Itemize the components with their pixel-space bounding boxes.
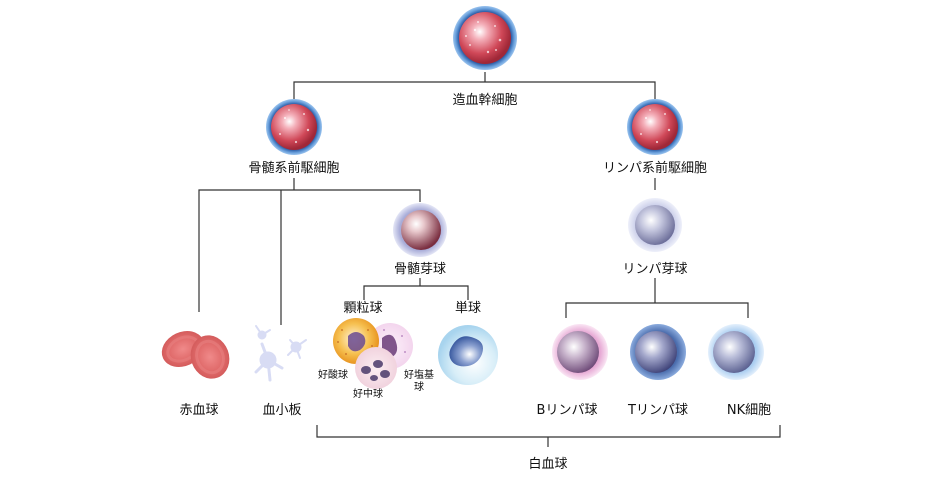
lymphoblast-label: リンパ芽球 xyxy=(622,262,688,277)
basophil-label-line1: 好塩基 xyxy=(404,370,434,381)
t-lymphocyte-cell-icon xyxy=(630,324,686,380)
connector-lines xyxy=(198,72,781,447)
lymphoid-progenitor-label: リンパ系前駆細胞 xyxy=(602,161,708,176)
eosinophil-label: 好酸球 xyxy=(318,370,348,381)
myeloblast-cell-icon xyxy=(393,203,447,257)
platelet-label: 血小板 xyxy=(262,403,302,418)
lymphoid-progenitor-cell-icon xyxy=(627,99,683,155)
platelet-icon xyxy=(254,325,307,382)
hsc-label: 造血幹細胞 xyxy=(452,93,518,108)
granulocyte-label: 顆粒球 xyxy=(343,301,383,316)
b-lymphocyte-cell-icon xyxy=(552,324,608,380)
lymphoblast-cell-icon xyxy=(628,198,682,252)
erythrocyte-icon xyxy=(161,331,230,379)
erythrocyte-label: 赤血球 xyxy=(179,403,219,418)
nk-cell-label: NK細胞 xyxy=(726,403,772,418)
myeloblast-label: 骨髄芽球 xyxy=(393,262,447,277)
neutrophil-cell-icon xyxy=(355,347,397,389)
hsc-cell-icon xyxy=(453,6,517,70)
neutrophil-label: 好中球 xyxy=(353,389,383,400)
nk-cell-icon xyxy=(708,324,764,380)
white-blood-cell-label: 白血球 xyxy=(528,457,568,472)
t-lymphocyte-label: Tリンパ球 xyxy=(628,403,688,418)
myeloid-progenitor-cell-icon xyxy=(266,99,322,155)
b-lymphocyte-label: Bリンパ球 xyxy=(536,403,598,418)
myeloid-progenitor-label: 骨髄系前駆細胞 xyxy=(248,161,340,176)
monocyte-label: 単球 xyxy=(454,301,482,316)
monocyte-cell-icon xyxy=(438,325,498,385)
basophil-label-line2: 球 xyxy=(414,382,424,393)
